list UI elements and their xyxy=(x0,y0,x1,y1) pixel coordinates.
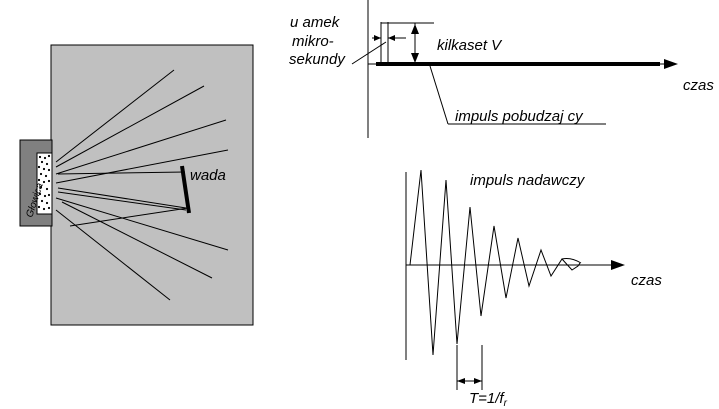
excitation-time-arrow xyxy=(664,59,678,69)
voltage-arrow-down xyxy=(411,53,419,63)
fraction-label-line1: u amek xyxy=(290,14,341,31)
period-arrow-right xyxy=(474,378,482,384)
transmit-time-arrow xyxy=(611,260,625,270)
period-arrow-left xyxy=(457,378,465,384)
damped-wave xyxy=(409,169,581,356)
defect-mark xyxy=(180,165,191,214)
probe-crystal xyxy=(36,152,53,215)
width-arrow-right xyxy=(388,35,395,41)
test-block xyxy=(50,44,254,326)
voltage-label: kilkaset V xyxy=(437,37,503,54)
fraction-label-leader xyxy=(351,41,387,65)
excitation-pulse-label: impuls pobudzaj cy xyxy=(455,108,584,125)
voltage-arrow-up xyxy=(411,24,419,34)
width-arrow-left xyxy=(374,35,381,41)
ultrasound-rays xyxy=(55,69,229,301)
period-label-main: T=1/f xyxy=(469,390,505,407)
period-label-subscript: r xyxy=(504,398,508,409)
pulse-label-leader xyxy=(429,65,449,125)
transmit-time-label: czas xyxy=(631,272,662,289)
probe-crystal-texture xyxy=(37,154,51,211)
transmit-pulse-label: impuls nadawczy xyxy=(470,172,586,189)
period-label: T=1/fr xyxy=(469,390,508,409)
fraction-label-line3: sekundy xyxy=(289,51,346,68)
fraction-label-line2: mikro- xyxy=(292,33,334,50)
excitation-time-label: czas xyxy=(683,77,714,94)
damped-wave-tail xyxy=(561,258,582,264)
defect-label: wada xyxy=(190,167,226,184)
